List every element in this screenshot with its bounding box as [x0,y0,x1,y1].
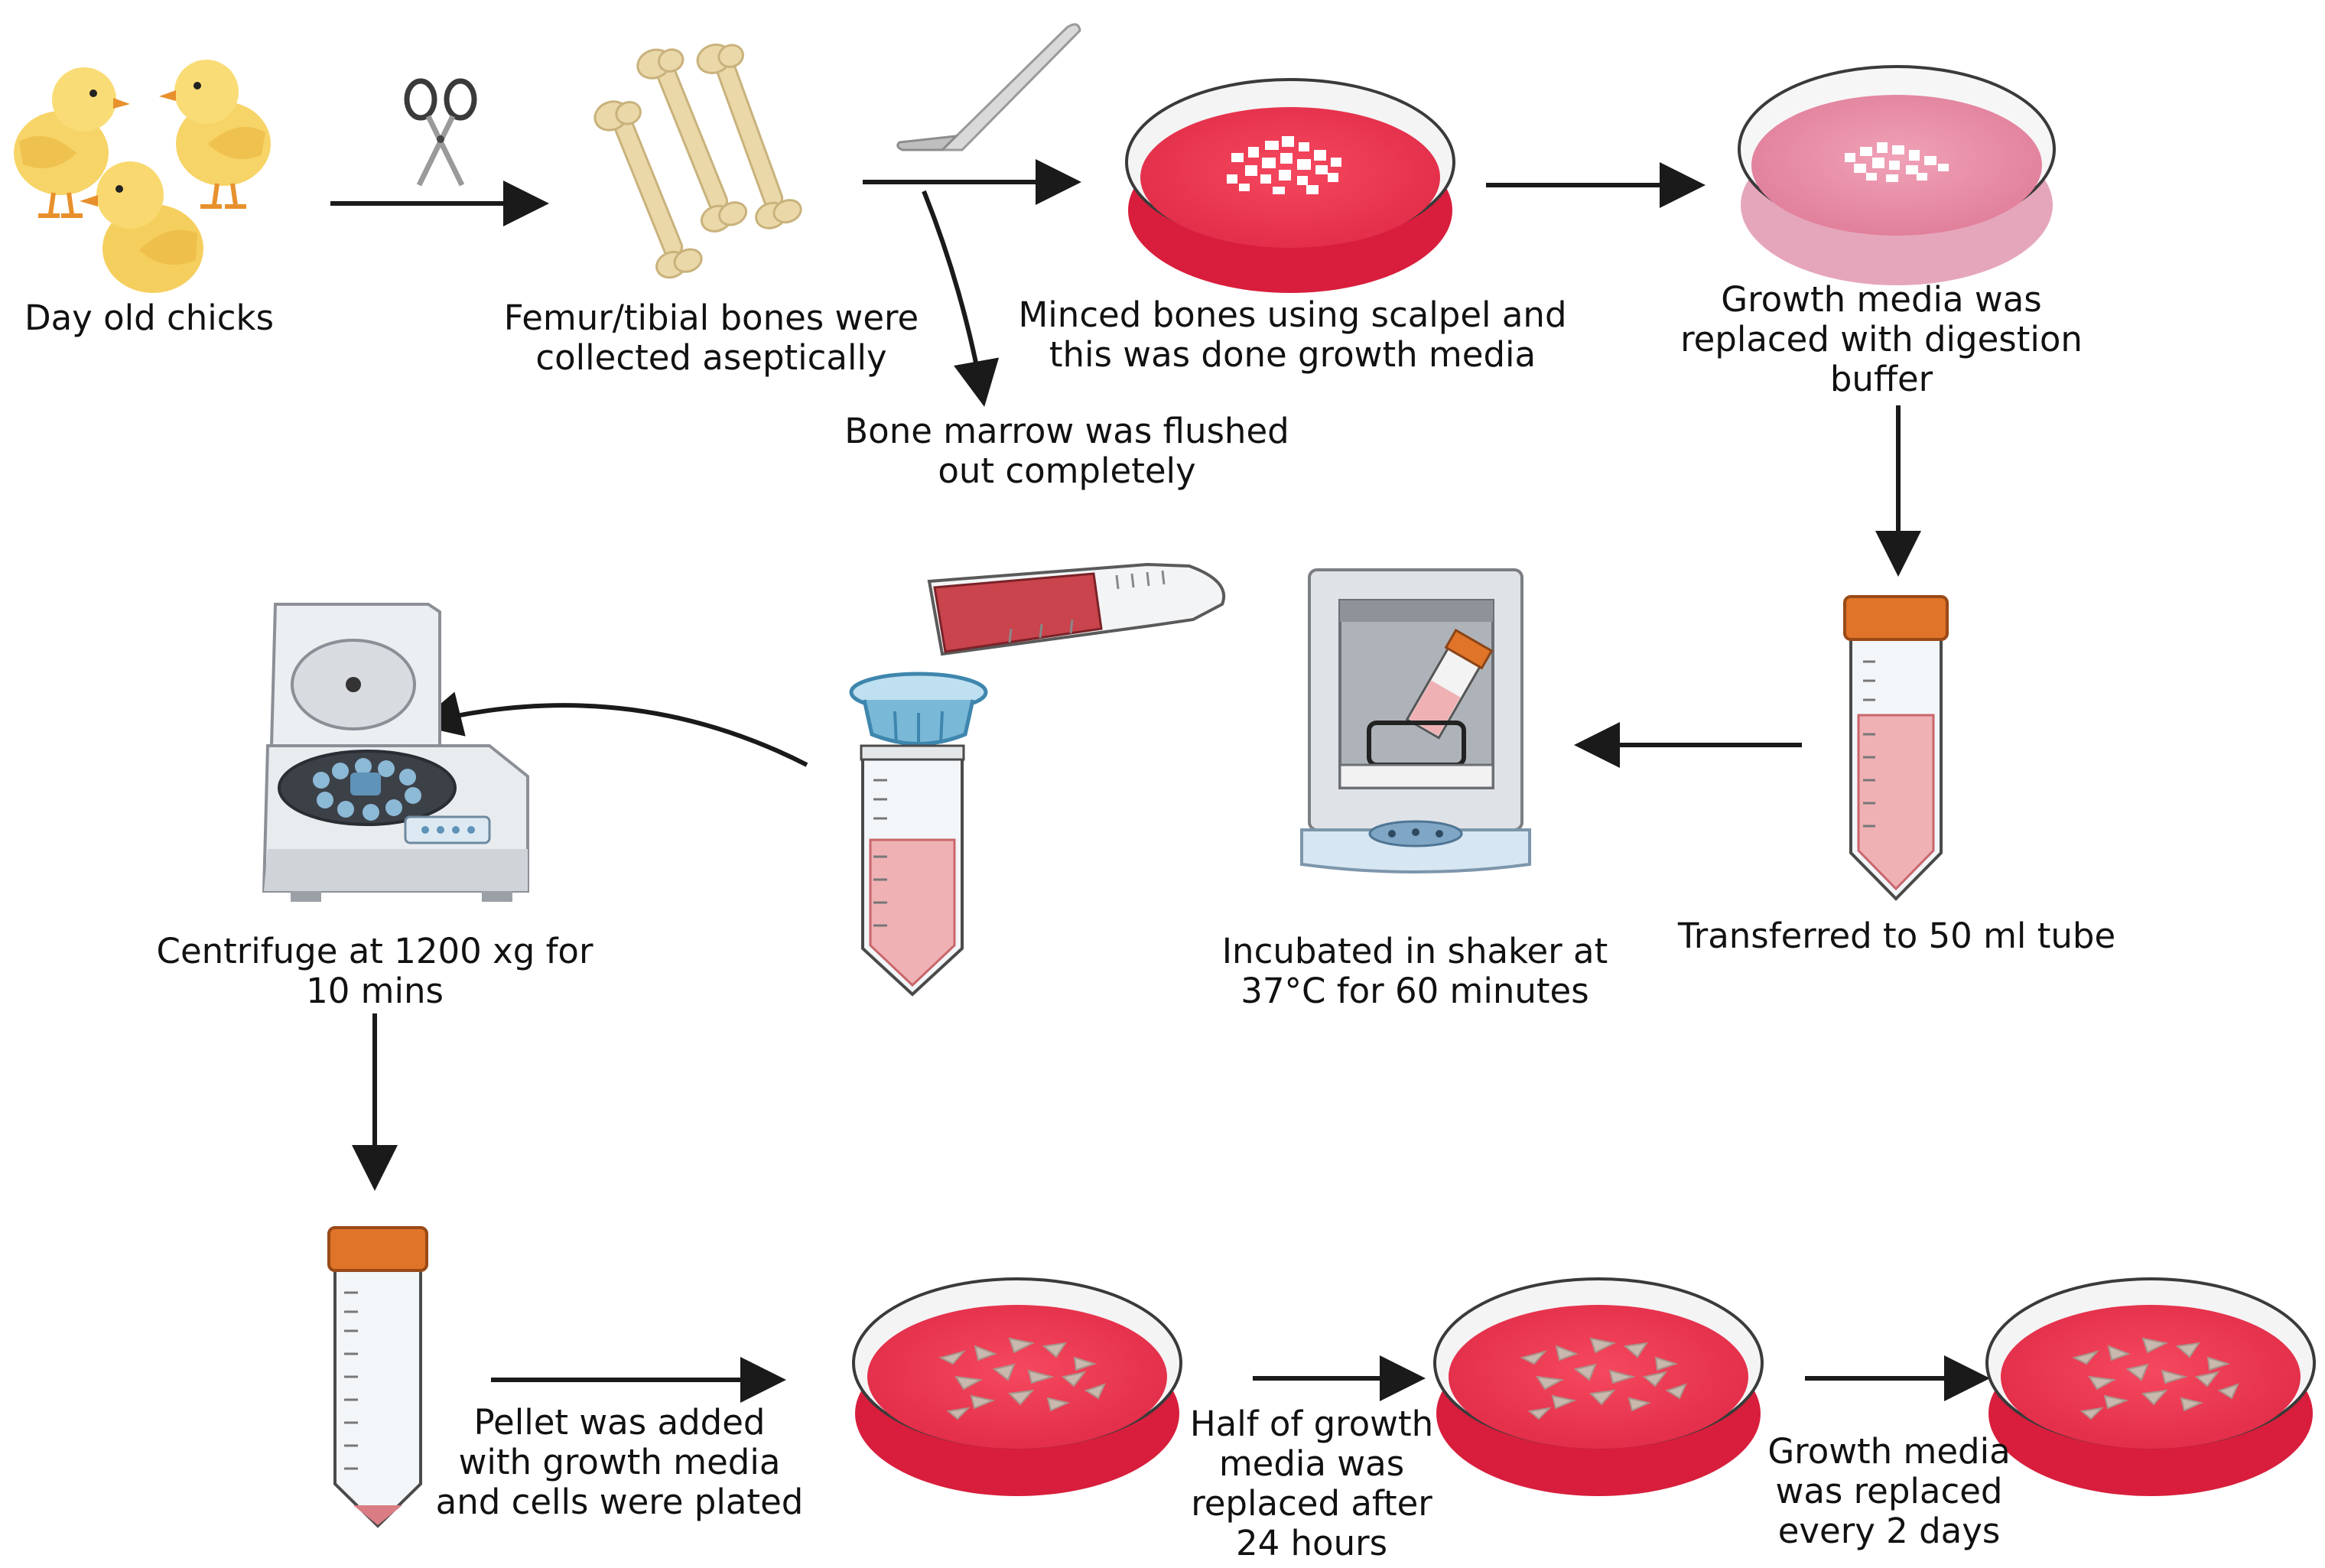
cell-strainer-icon [849,672,988,747]
bone-icon [593,43,802,279]
label-centrifuge: Centrifuge at 1200 xg for 10 mins [156,931,593,1011]
petri-dish-digestion-icon [1738,65,2056,285]
label-pellet-plated: Pellet was added with growth media and c… [435,1402,804,1522]
label-digestion-buffer: Growth media was replaced with digestion… [1680,279,2083,399]
falcon-tube-icon [1843,595,1949,901]
collection-tube-icon [860,744,965,997]
label-bones-collected: Femur/tibial bones were collected asepti… [503,298,919,378]
scalpel-icon [896,23,1081,151]
arrows [330,159,1990,1403]
culture-flask-icon [927,562,1226,656]
petri-dish-plated-3-icon [1985,1277,2316,1496]
label-marrow-flushed: Bone marrow was flushed out completely [844,411,1289,491]
petri-dish-minced-icon [1125,78,1455,293]
centrifuge-icon [262,603,529,902]
petri-dish-plated-2-icon [1433,1277,1764,1496]
label-half-replaced: Half of growth media was replaced after … [1189,1404,1434,1563]
scissors-icon [404,78,477,187]
arrow-bones-to-marrow [922,190,1000,407]
arrow-strainer-to-centrifuge [415,691,808,767]
label-transferred-tube: Transferred to 50 ml tube [1677,916,2116,956]
label-minced-bones: Minced bones using scalpel and this was … [1018,294,1567,375]
label-every-two-days: Growth media was replaced every 2 days [1767,1431,2011,1551]
incubator-shaker-icon [1300,568,1531,873]
petri-dish-plated-1-icon [852,1277,1182,1496]
chick-icon [14,60,271,293]
label-day-old-chicks: Day old chicks [24,298,275,338]
pellet-tube-icon [327,1226,428,1528]
label-incubated-shaker: Incubated in shaker at 37°C for 60 minut… [1221,931,1608,1011]
